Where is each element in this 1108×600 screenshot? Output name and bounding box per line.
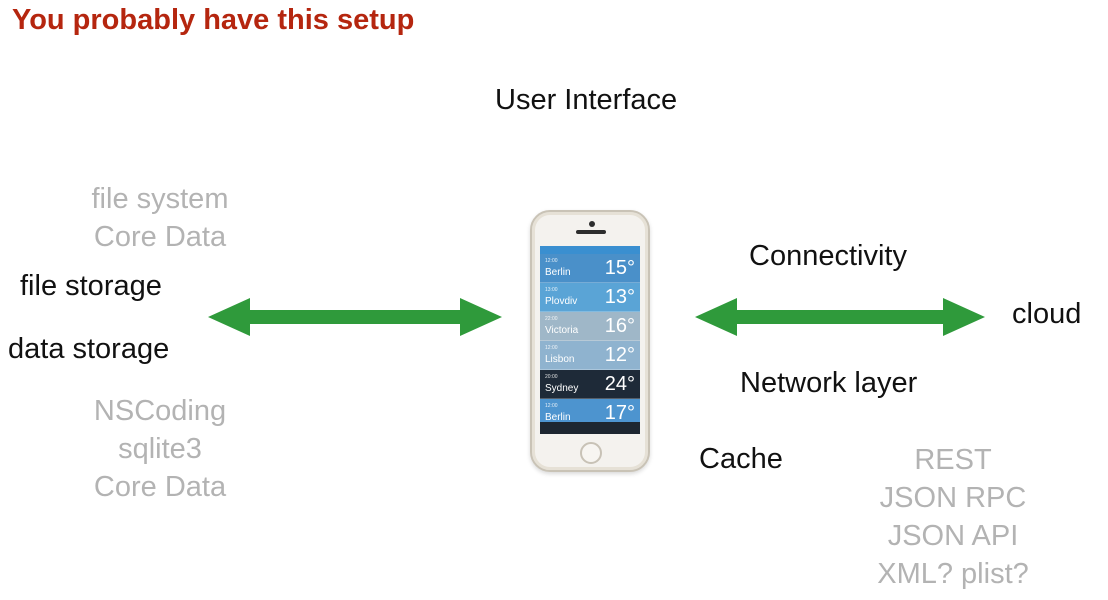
camera-icon: [589, 221, 595, 227]
format-xml-plist: XML? plist?: [877, 558, 1029, 590]
weather-temp: 13°: [604, 286, 635, 308]
weather-city: Plovdiv: [545, 296, 578, 307]
weather-temp: 24°: [604, 373, 635, 395]
data-storage-label: data storage: [8, 333, 170, 365]
weather-city: Berlin: [545, 267, 571, 278]
weather-city: Sydney: [545, 383, 579, 394]
weather-temp: 17°: [604, 402, 635, 424]
right-double-arrow-shape: [695, 298, 985, 336]
format-json-api: JSON API: [887, 520, 1019, 552]
left-double-arrow-shape: [208, 298, 502, 336]
weather-time: 22:00: [545, 316, 558, 322]
data-storage-notes: NSCoding sqlite3 Core Data: [82, 392, 238, 506]
note-nscoding: NSCoding: [93, 395, 227, 427]
weather-temp: 15°: [604, 257, 635, 279]
format-json-rpc: JSON RPC: [879, 482, 1027, 514]
weather-time: 12:00: [545, 345, 558, 351]
connectivity-label: Connectivity: [749, 240, 907, 272]
phone-bottom-bar: [540, 422, 640, 434]
phone-status-bar: [540, 246, 640, 254]
weather-temp: 16°: [604, 315, 635, 337]
note-core-data-2: Core Data: [93, 471, 227, 503]
weather-time: 20:00: [545, 374, 558, 380]
home-button-icon: [580, 442, 602, 464]
cloud-label: cloud: [1012, 298, 1082, 330]
weather-city: Lisbon: [545, 354, 575, 365]
left-double-arrow: [208, 298, 502, 336]
file-storage-label: file storage: [20, 270, 162, 302]
user-interface-label: User Interface: [495, 84, 678, 116]
weather-temp: 12°: [604, 344, 635, 366]
weather-time: 12:00: [545, 403, 558, 409]
slide-title: You probably have this setup: [12, 4, 415, 36]
network-layer-label: Network layer: [740, 367, 918, 399]
cache-label: Cache: [699, 443, 783, 475]
note-file-system: file system: [91, 183, 229, 215]
weather-city: Victoria: [545, 325, 579, 336]
right-double-arrow: [695, 298, 985, 336]
file-system-notes: file system Core Data: [82, 180, 238, 256]
note-sqlite3: sqlite3: [118, 433, 202, 465]
speaker-icon: [576, 230, 606, 234]
format-rest: REST: [914, 444, 992, 476]
weather-city: Berlin: [545, 412, 571, 423]
api-formats-notes: REST JSON RPC JSON API XML? plist?: [866, 441, 1040, 593]
weather-time: 12:00: [545, 258, 558, 264]
note-core-data: Core Data: [93, 221, 227, 253]
weather-time: 13:00: [545, 287, 558, 293]
